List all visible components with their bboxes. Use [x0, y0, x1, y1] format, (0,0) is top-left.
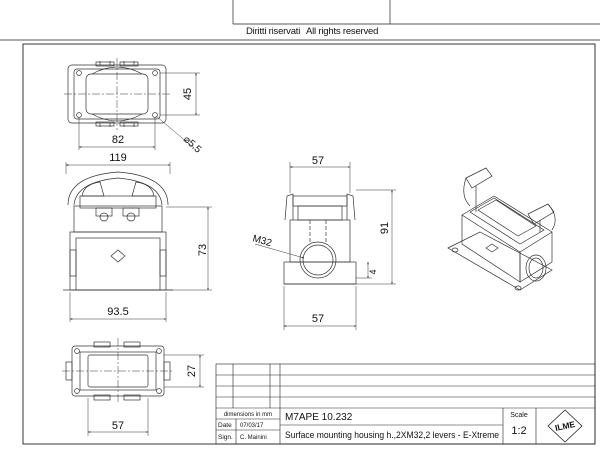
front-view-dimensions: [65, 162, 212, 322]
ilme-logo: ILME: [547, 409, 583, 443]
side-view: [283, 193, 357, 285]
dim-front-overall: 119: [109, 152, 127, 164]
dim-front-height: 73: [197, 244, 209, 256]
side-view-dimensions: [254, 162, 396, 330]
header-lines: [0, 0, 600, 41]
drawing-frame: [22, 43, 596, 445]
dim-side-bottom: 57: [312, 313, 324, 325]
product-code: M7APE 10.232: [285, 412, 353, 423]
dim-top-width: 82: [112, 134, 124, 146]
dim-front-base: 93.5: [107, 306, 128, 318]
dim-hole-diameter: ⌀5.5: [181, 134, 203, 156]
rights-reserved-en: All rights reserved: [306, 26, 379, 37]
units-note: dimensions in mm: [224, 412, 272, 418]
top-view: [64, 58, 170, 130]
title-block: [215, 363, 596, 445]
scale-value: 1:2: [511, 425, 526, 437]
sign-label: Sign.: [218, 434, 233, 441]
scale-label: Scale: [510, 412, 528, 419]
dim-bottom-width: 57: [112, 420, 124, 432]
isometric-view: [447, 167, 556, 291]
dim-thread: M32: [251, 233, 273, 249]
sign-value: C. Mainini: [240, 435, 267, 441]
dim-side-height: 91: [379, 222, 391, 234]
dim-side-offset: 4: [368, 269, 378, 274]
dim-top-height: 45: [182, 88, 194, 100]
top-view-dimensions: [78, 72, 200, 150]
date-value: 07/03/17: [240, 423, 264, 429]
dim-side-top: 57: [312, 155, 324, 167]
logo-text: ILME: [554, 419, 576, 433]
product-description: Surface mounting housing h.,2XM32,2 leve…: [285, 430, 499, 441]
bottom-view: [62, 338, 174, 404]
front-view: [63, 171, 173, 291]
date-label: Date: [218, 422, 232, 429]
bottom-view-dimensions: [87, 354, 204, 436]
dim-bottom-height: 27: [186, 365, 198, 377]
rights-reserved-it: Diritti riservati: [246, 26, 301, 37]
